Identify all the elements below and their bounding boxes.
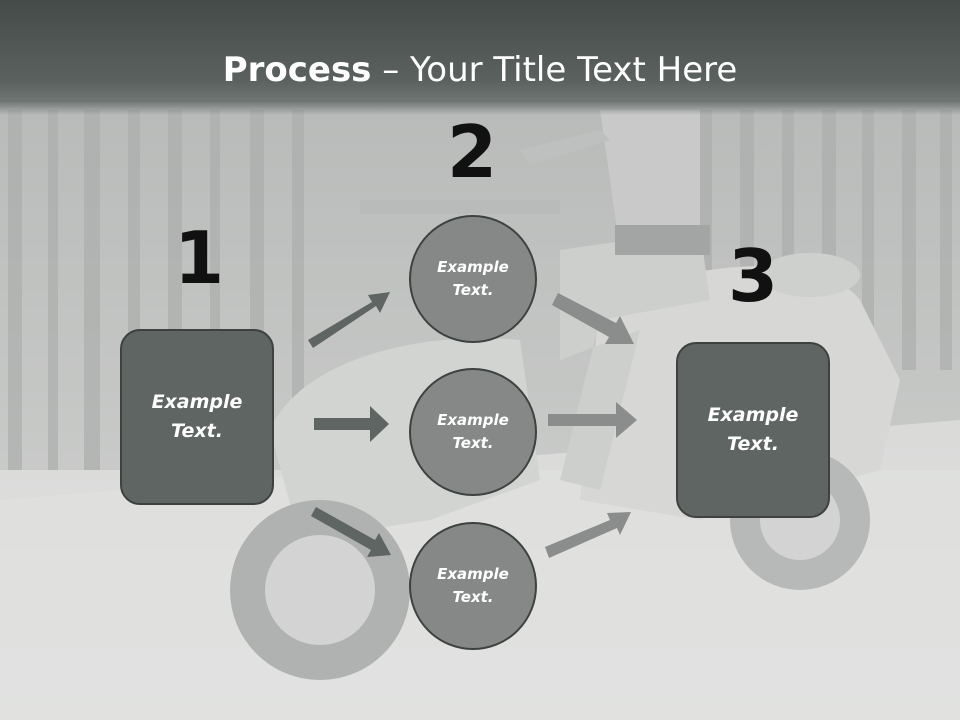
step-number-2: 2 — [446, 110, 498, 194]
circle-bottom-line2: Text. — [452, 588, 494, 606]
left-box-line2: Text. — [171, 420, 223, 442]
right-box-line2: Text. — [727, 433, 779, 455]
step-number-1: 1 — [173, 216, 225, 300]
title-bar — [0, 0, 960, 115]
slide-title: Process – Your Title Text Here — [0, 50, 960, 90]
right-box-line1: Example — [707, 404, 799, 426]
title-rest: – Your Title Text Here — [371, 50, 738, 90]
step-number-3: 3 — [727, 234, 779, 318]
circle-bottom-line1: Example — [437, 565, 509, 583]
circle-top-line2: Text. — [452, 281, 494, 299]
circle-middle-line1: Example — [437, 411, 509, 429]
left-box-line1: Example — [151, 391, 243, 413]
circle-top-line1: Example — [437, 258, 509, 276]
title-bold: Process — [222, 50, 372, 90]
circle-middle-line2: Text. — [452, 434, 494, 452]
